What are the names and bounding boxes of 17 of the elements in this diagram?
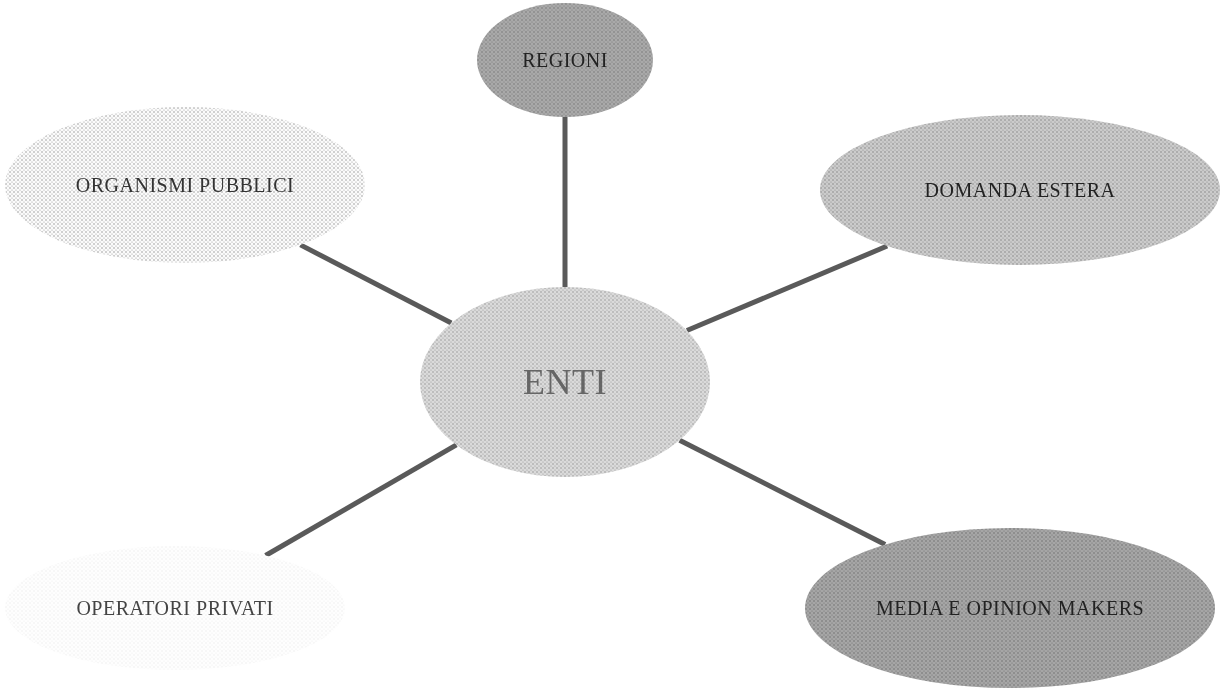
ellipse-node: [5, 107, 365, 263]
connector-line: [678, 437, 887, 547]
ellipse-node: [420, 287, 710, 477]
ellipse-node: [5, 546, 345, 670]
ellipse-node: [477, 3, 653, 117]
node-label: ENTI: [523, 361, 607, 403]
node-label: OPERATORI PRIVATI: [76, 596, 274, 620]
connector-line: [562, 117, 568, 287]
connector-line: [264, 442, 458, 558]
node-label: REGIONI: [522, 48, 608, 72]
ellipse-node: [805, 528, 1215, 688]
connector-line: [299, 242, 453, 326]
ellipse-node: [820, 115, 1220, 265]
node-label: ORGANISMI PUBBLICI: [75, 173, 295, 197]
connector-line: [685, 243, 889, 333]
node-label: DOMANDA ESTERA: [924, 178, 1116, 202]
node-label: MEDIA E OPINION MAKERS: [875, 596, 1145, 620]
